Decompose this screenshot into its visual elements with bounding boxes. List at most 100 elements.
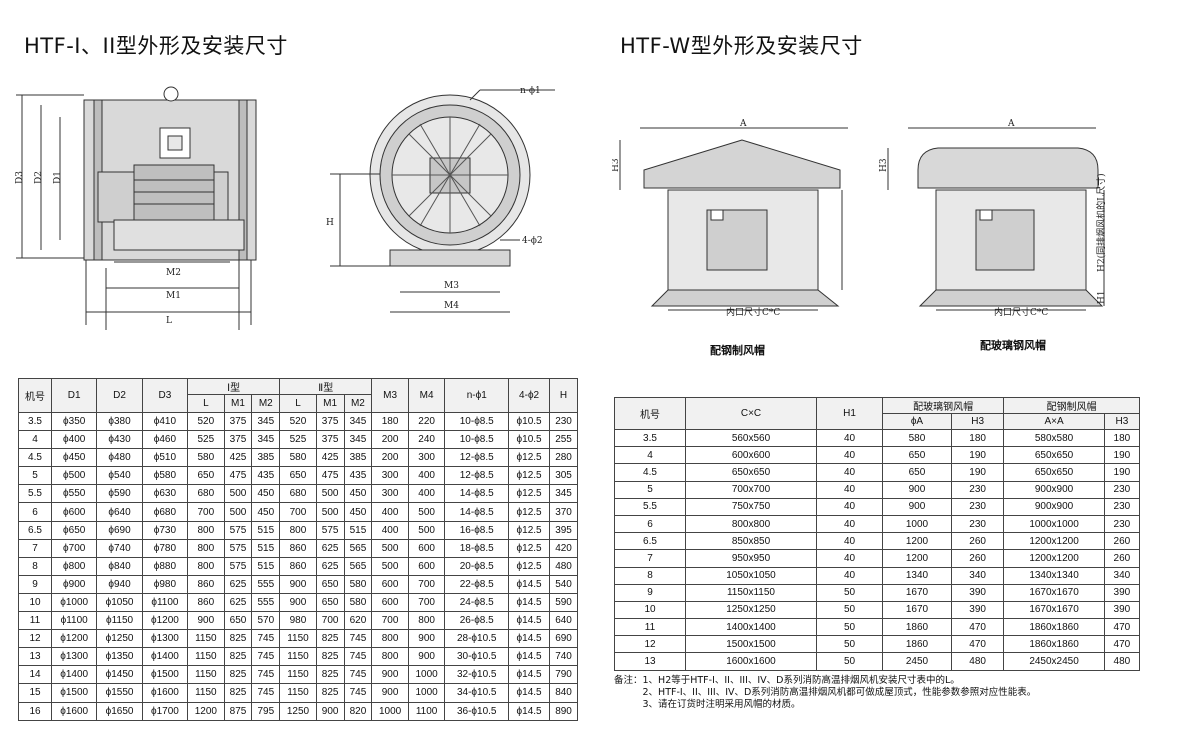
table-cell: 825 (223, 629, 253, 649)
table-cell: 1150 (279, 683, 317, 703)
table-cell: ϕ12.5 (508, 502, 551, 522)
table-cell: ϕ980 (141, 574, 189, 594)
table-cell: 395 (549, 520, 578, 540)
table-cell: ϕ12.5 (508, 538, 551, 558)
table-cell: ϕ1100 (141, 592, 189, 613)
table-cell: 470 (1103, 635, 1141, 654)
table-cell: 1670x1670 (1003, 600, 1105, 620)
table-cell: 860 (187, 574, 225, 594)
table-cell: 900 (279, 574, 317, 594)
table-cell: 900 (315, 701, 345, 721)
table-cell: 480 (950, 652, 1005, 671)
table-cell: ϕ1550 (96, 683, 143, 703)
table-cell: 12-ϕ8.5 (444, 448, 510, 468)
table-cell: 50 (816, 600, 883, 620)
label-h: H (326, 218, 334, 228)
table-cell: 5 (18, 466, 52, 486)
table-cell: 825 (315, 647, 345, 667)
table-cell: 4.5 (18, 448, 52, 468)
table-cell: 8 (614, 566, 686, 585)
table-cell: 3.5 (18, 411, 52, 432)
table-cell: 690 (549, 629, 578, 649)
table-cell: 1150 (187, 647, 225, 667)
table-cell: 345 (343, 411, 373, 432)
th-type1-m2: M2 (251, 394, 281, 413)
table-cell: 500 (371, 538, 409, 558)
table-cell: 5 (614, 480, 686, 499)
table-cell: 10-ϕ8.5 (444, 411, 510, 432)
table-cell: 475 (315, 466, 345, 486)
table-cell: ϕ730 (141, 520, 189, 540)
table-cell: 435 (343, 466, 373, 486)
table-cell: 4 (614, 446, 686, 465)
table-cell: 400 (371, 520, 409, 540)
table-cell: ϕ800 (50, 556, 98, 576)
table-cell: 500 (407, 520, 446, 540)
table-cell: 390 (1103, 583, 1141, 602)
table-cell: 680 (187, 484, 225, 504)
table-cell: 700 (187, 502, 225, 522)
table-cell: ϕ1050 (96, 592, 143, 613)
table-cell: ϕ1500 (141, 665, 189, 685)
table-cell: 650x650 (1003, 446, 1105, 465)
table-cell: 700 (407, 574, 446, 594)
th2-h3b: H3 (1103, 413, 1141, 430)
table-cell: 6 (18, 502, 52, 522)
table-cell: 5.5 (18, 484, 52, 504)
table-cell: 575 (223, 556, 253, 576)
table-cell: ϕ1450 (96, 665, 143, 685)
table-cell: 230 (950, 497, 1005, 516)
table-cell: ϕ380 (96, 411, 143, 432)
table-cell: 1200 (882, 532, 952, 551)
table-cell: ϕ14.5 (508, 611, 551, 631)
table-cell: 30-ϕ10.5 (444, 647, 510, 667)
table-cell: 575 (223, 520, 253, 540)
table-cell: 555 (251, 592, 281, 613)
table-cell: 820 (343, 701, 373, 721)
caption-steel-hood: 配钢制风帽 (710, 344, 765, 357)
table-cell: 650 (882, 446, 952, 465)
table-cell: 9 (18, 574, 52, 594)
table-cell: 900 (279, 592, 317, 613)
table-cell: 1000x1000 (1003, 514, 1105, 534)
table-cell: 1000 (882, 514, 952, 534)
th-type1: Ⅰ型 (187, 378, 281, 395)
table-cell: 900x900 (1003, 480, 1105, 499)
table-cell: 240 (407, 430, 446, 450)
table-cell: 800 (371, 629, 409, 649)
frp-hood-drawing: A H3 H1 H2(同排烟风机的L尺寸) 内口尺寸C*C (879, 119, 1107, 318)
table-cell: 345 (343, 430, 373, 450)
label-d1: D1 (53, 171, 63, 184)
table-cell: 650 (223, 611, 253, 631)
table-cell: ϕ840 (96, 556, 143, 576)
label-d2: D2 (34, 171, 44, 184)
table-cell: 650x650 (685, 463, 817, 482)
th2-model: 机号 (614, 397, 686, 430)
table-cell: ϕ12.5 (508, 556, 551, 576)
th2-h3a: H3 (950, 413, 1005, 430)
table-cell: 400 (407, 466, 446, 486)
table-cell: 565 (343, 556, 373, 576)
table-cell: 11 (18, 611, 52, 631)
note-2: 2、HTF-I、II、III、IV、D系列消防高温排烟风机都可做成屋顶式，性能参… (614, 687, 1037, 698)
table-cell: 32-ϕ10.5 (444, 665, 510, 685)
table-cell: 500 (371, 556, 409, 576)
th-m3: M3 (371, 378, 409, 413)
table-cell: 22-ϕ8.5 (444, 574, 510, 594)
table-cell: ϕ1600 (50, 701, 98, 721)
table-cell: 745 (251, 629, 281, 649)
table-cell: 790 (549, 665, 578, 685)
table-cell: ϕ12.5 (508, 448, 551, 468)
table-cell: 425 (315, 448, 345, 468)
table-cell: 40 (816, 514, 883, 534)
table-cell: 825 (223, 647, 253, 667)
table-cell: 450 (251, 502, 281, 522)
table-cell: 450 (251, 484, 281, 504)
table-cell: 1150 (279, 647, 317, 667)
